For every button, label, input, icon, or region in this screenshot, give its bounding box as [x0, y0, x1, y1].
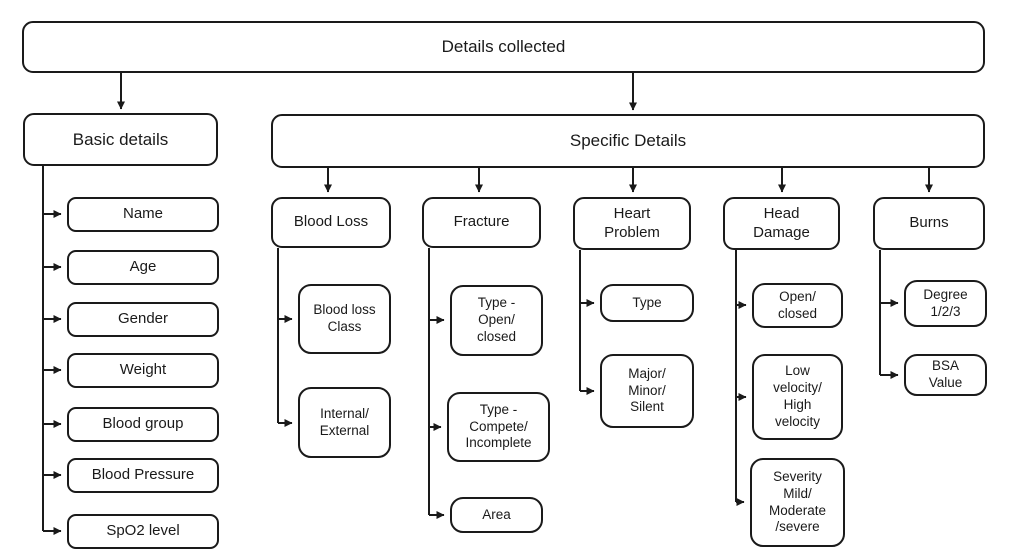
node-fracture-type-complete-incomplete: Type - Compete/ Incomplete	[447, 392, 550, 462]
node-heart-problem: Heart Problem	[573, 197, 691, 250]
node-fracture-area: Area	[450, 497, 543, 533]
node-name: Name	[67, 197, 219, 232]
node-major-minor-silent: Major/ Minor/ Silent	[600, 354, 694, 428]
node-specific-details: Specific Details	[271, 114, 985, 168]
node-fracture: Fracture	[422, 197, 541, 248]
node-degree: Degree 1/2/3	[904, 280, 987, 327]
node-spo2-level: SpO2 level	[67, 514, 219, 549]
node-head-damage: Head Damage	[723, 197, 840, 250]
node-bsa-value: BSA Value	[904, 354, 987, 396]
node-blood-loss-class: Blood loss Class	[298, 284, 391, 354]
node-age: Age	[67, 250, 219, 285]
node-fracture-type-open-closed: Type - Open/ closed	[450, 285, 543, 356]
node-gender: Gender	[67, 302, 219, 337]
node-low-high-velocity: Low velocity/ High velocity	[752, 354, 843, 440]
node-weight: Weight	[67, 353, 219, 388]
node-head-open-closed: Open/ closed	[752, 283, 843, 328]
node-heart-type: Type	[600, 284, 694, 322]
node-basic-details: Basic details	[23, 113, 218, 166]
node-details-collected: Details collected	[22, 21, 985, 73]
node-severity: Severity Mild/ Moderate /severe	[750, 458, 845, 547]
node-blood-loss: Blood Loss	[271, 197, 391, 248]
node-burns: Burns	[873, 197, 985, 250]
node-blood-pressure: Blood Pressure	[67, 458, 219, 493]
node-internal-external: Internal/ External	[298, 387, 391, 458]
node-blood-group: Blood group	[67, 407, 219, 442]
